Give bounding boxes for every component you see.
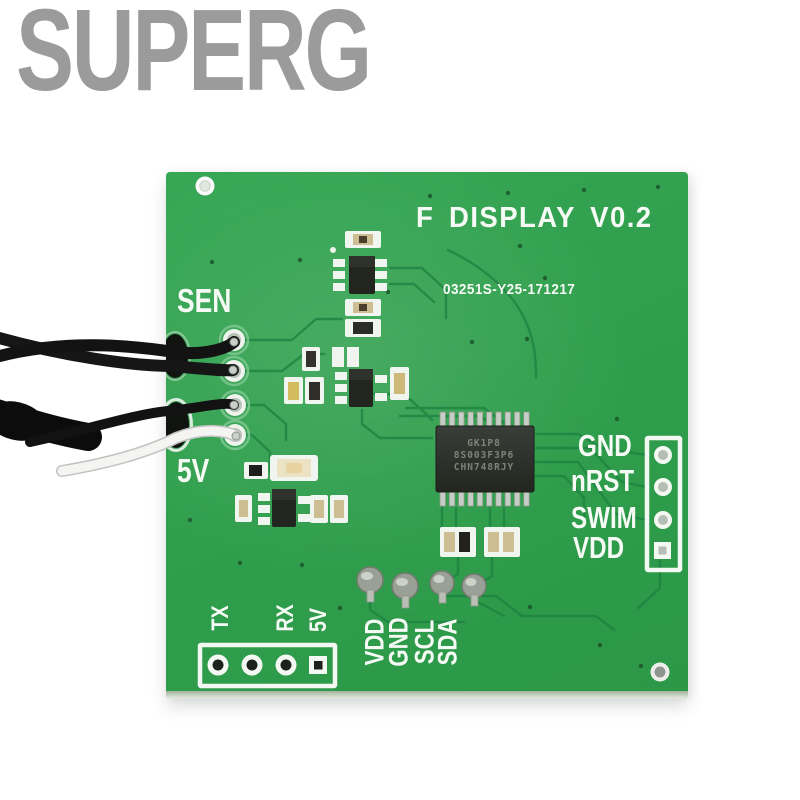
uart-header <box>197 642 338 689</box>
cable-bundle <box>0 401 46 441</box>
smd-group-top <box>333 231 387 337</box>
board-title: F DISPLAY V0.2 <box>416 202 653 234</box>
sen-label: SEN <box>177 282 232 319</box>
solder-blobs <box>356 566 487 609</box>
watermark-logo: SUPERG <box>16 0 372 115</box>
smd-group-lowerleft <box>235 455 348 527</box>
serial-number: 03251S-Y25-171217 <box>443 281 576 298</box>
via-dots <box>187 184 661 669</box>
mcu-marking-line2: 8S003F3P6 <box>453 450 515 461</box>
mcu-marking: GK1P8 8S003F3P6 CHN748RJY <box>438 438 530 474</box>
uart-5v-label: 5V <box>305 607 332 633</box>
nrst-label: nRST <box>571 463 635 498</box>
wire-slots <box>166 331 193 452</box>
swd-header <box>644 435 683 573</box>
smd-resistor-pairs <box>440 527 520 557</box>
tented-via <box>330 247 336 253</box>
cable-bundle <box>0 399 102 451</box>
swim-label: SWIM <box>571 500 637 535</box>
5v-left-label: 5V <box>177 452 210 489</box>
i2c-gnd-label: GND <box>383 617 414 667</box>
tx-label: TX <box>207 605 234 631</box>
pcb-board: F DISPLAY V0.2 03251S-Y25-171217 SEN 5V … <box>166 172 688 698</box>
mounting-hole-bottomright <box>650 662 670 682</box>
wire-through-holes <box>223 329 246 446</box>
pcb-bottom-edge <box>166 691 688 698</box>
vdd-swd-label: VDD <box>573 530 625 565</box>
i2c-sda-label: SDA <box>432 618 463 666</box>
rx-label: RX <box>272 604 299 632</box>
mcu-marking-line1: GK1P8 <box>467 438 501 449</box>
mcu-chip <box>435 411 535 507</box>
smd-group-middle <box>284 347 409 407</box>
mcu-marking-line3: CHN748RJY <box>453 462 515 473</box>
mounting-hole-topleft <box>195 176 215 196</box>
gnd-label: GND <box>578 428 632 463</box>
